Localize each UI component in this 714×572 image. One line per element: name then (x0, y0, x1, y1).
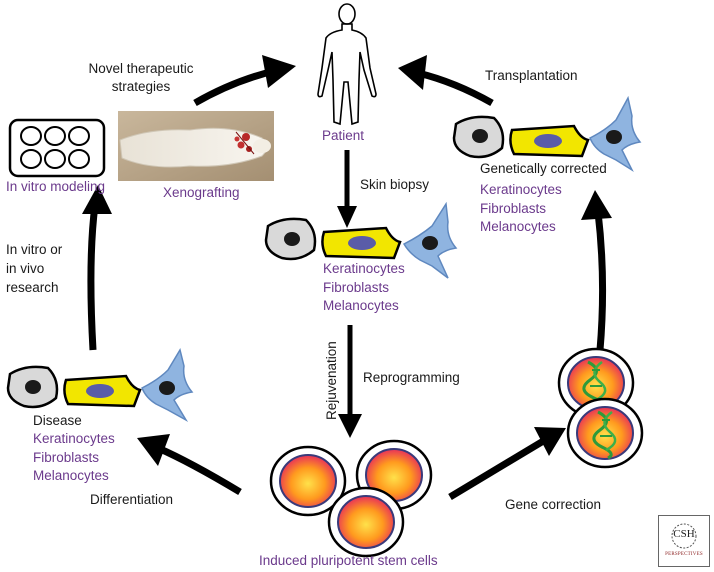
disease-cell-types: Keratinocytes Fibroblasts Melanocytes (33, 430, 115, 486)
disease-melanocytes: Melanocytes (33, 468, 109, 483)
dna-helix-icon (671, 523, 697, 549)
disease-label: Disease (33, 413, 82, 428)
research-line2: in vivo (6, 261, 45, 276)
xenograft-mouse-photo (118, 111, 274, 181)
arrow-reprogramming (338, 325, 362, 438)
arrow-transplantation (398, 55, 494, 107)
genetically-corrected-label: Genetically corrected (480, 161, 607, 176)
biopsy-fibroblasts: Fibroblasts (323, 279, 390, 295)
reprogramming-label: Reprogramming (363, 370, 460, 385)
corrected-cell-types: Keratinocytes Fibroblasts Melanocytes (480, 181, 562, 237)
arrow-research (82, 185, 112, 351)
corrected-melanocytes: Melanocytes (480, 219, 556, 234)
ipsc-cluster (269, 439, 433, 558)
csh-perspectives-logo: CSH PERSPECTIVES (658, 515, 710, 567)
cells-disease (6, 348, 194, 423)
differentiation-label: Differentiation (90, 492, 174, 507)
biopsy-melanocytes: Melanocytes (323, 298, 399, 313)
disease-fibroblasts: Fibroblasts (33, 449, 100, 465)
research-line3: research (6, 280, 59, 295)
corrected-ipsc-cells (557, 347, 644, 469)
cells-corrected (452, 95, 642, 173)
corrected-fibroblasts: Fibroblasts (480, 200, 547, 216)
skin-biopsy-label: Skin biopsy (360, 177, 430, 192)
novel-strategies-line2: strategies (111, 79, 171, 94)
in-vitro-modeling-label: In vitro modeling (6, 179, 106, 194)
logo-perspectives-text: PERSPECTIVES (665, 552, 703, 557)
biopsy-keratinocytes: Keratinocytes (323, 261, 405, 276)
arrow-skin-biopsy (337, 150, 357, 228)
corrected-keratinocytes: Keratinocytes (480, 182, 562, 197)
arrow-novel-strategies (193, 55, 296, 107)
xenografting-label: Xenografting (163, 185, 240, 200)
disease-keratinocytes: Keratinocytes (33, 431, 115, 446)
research-label: In vitro or in vivo research (6, 240, 62, 297)
rejuvenation-label: Rejuvenation (324, 341, 339, 420)
biopsy-cell-types: Keratinocytes Fibroblasts Melanocytes (323, 260, 405, 316)
ipsc-label: Induced pluripotent stem cells (259, 553, 438, 568)
arrow-differentiation (137, 434, 242, 496)
cells-biopsy (264, 201, 458, 279)
logo-csh-text: CSH (673, 528, 695, 540)
well-plate-icon (8, 118, 106, 178)
novel-strategies-label: Novel therapeutic strategies (85, 60, 197, 96)
gene-correction-label: Gene correction (505, 497, 602, 512)
research-line1: In vitro or (6, 242, 63, 257)
arrow-genetic-correction-up (581, 190, 612, 351)
patient-icon (317, 3, 377, 126)
transplantation-label: Transplantation (485, 68, 578, 83)
patient-label: Patient (322, 128, 365, 143)
arrow-gene-correction (448, 427, 566, 500)
novel-strategies-line1: Novel therapeutic (88, 61, 194, 76)
